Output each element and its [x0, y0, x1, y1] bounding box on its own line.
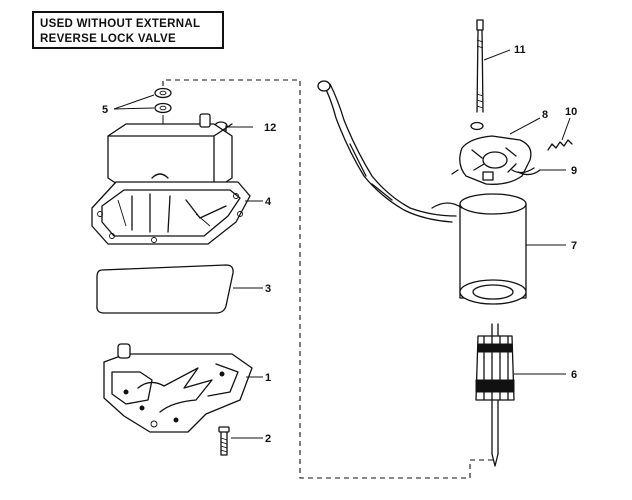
part-9-lead: [517, 169, 566, 176]
callout-1: 1: [265, 372, 271, 384]
assembly-dashed-outline: [162, 79, 494, 479]
part-2-bolt: [218, 426, 263, 456]
part-1-housing: [103, 343, 263, 433]
callout-12: 12: [264, 122, 276, 134]
banner-line-2: REVERSE LOCK VALVE: [40, 33, 176, 45]
callout-9: 9: [571, 165, 577, 177]
callout-10: 10: [565, 106, 577, 118]
callout-2: 2: [265, 433, 271, 445]
callout-6: 6: [571, 369, 577, 381]
callout-8: 8: [542, 109, 548, 121]
part-7-motor-frame: [317, 80, 566, 305]
callout-3: 3: [265, 283, 271, 295]
part-10-spring: [547, 117, 573, 151]
part-4-cover: [91, 113, 263, 245]
part-6-armature: [475, 323, 566, 467]
banner-line-1: USED WITHOUT EXTERNAL: [40, 18, 200, 30]
usage-note-banner: USED WITHOUT EXTERNAL REVERSE LOCK VALVE: [32, 11, 224, 49]
callout-7: 7: [571, 240, 577, 252]
callout-labels: 5 12 4 3 1 2 11 8 10 9 7 6: [102, 44, 577, 445]
part-8-brush-plate: [451, 117, 541, 185]
callout-11: 11: [514, 44, 526, 56]
part-3-gasket: [96, 264, 263, 314]
callout-4: 4: [265, 196, 272, 208]
callout-5: 5: [102, 104, 108, 116]
part-11-stud: [476, 19, 511, 113]
part-5-nuts: [154, 87, 172, 128]
